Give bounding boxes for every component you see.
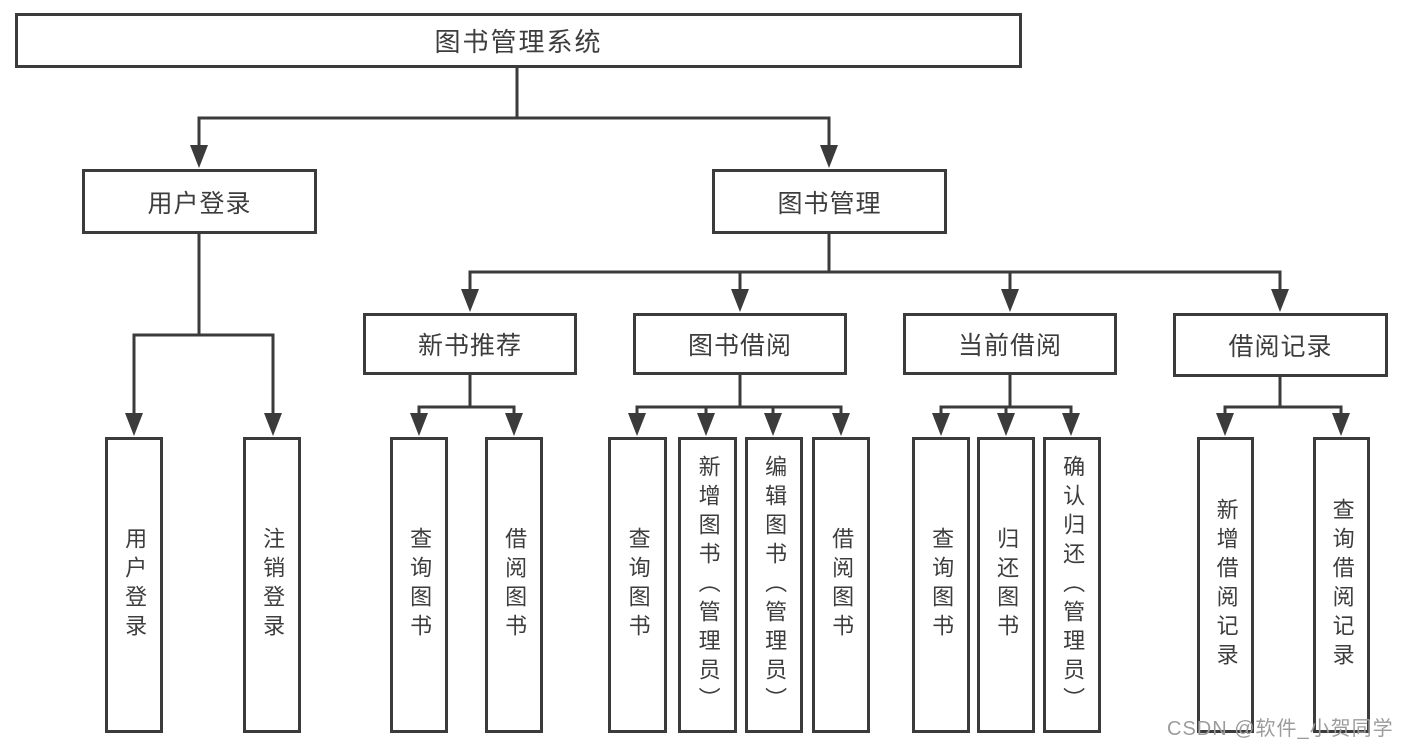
node-label: 借阅记录 <box>1228 333 1333 361</box>
node-label: 新书推荐 <box>417 332 522 360</box>
leaf-borrow-books: 借阅图书 <box>812 437 870 733</box>
node-label: 当前借阅 <box>957 332 1062 360</box>
node-library-management-system: 图书管理系统 <box>15 13 1022 68</box>
node-label: 查询借阅记录 <box>1329 498 1355 672</box>
leaf-query-books-borrow: 查询图书 <box>608 437 667 733</box>
leaf-user-login: 用户登录 <box>105 437 163 733</box>
node-book-management: 图书管理 <box>712 169 947 234</box>
leaf-query-borrow-record: 查询借阅记录 <box>1313 437 1370 733</box>
node-borrow-records: 借阅记录 <box>1173 313 1388 377</box>
watermark-text: CSDN @软件_小贺同学 <box>1167 718 1394 740</box>
node-label: 归还图书 <box>994 527 1020 643</box>
node-label: 用户登录 <box>147 189 252 218</box>
leaf-logout: 注销登录 <box>243 437 301 733</box>
node-label: 借阅图书 <box>502 527 528 643</box>
leaf-borrow-books-recommend: 借阅图书 <box>485 437 543 733</box>
leaf-add-borrow-record: 新增借阅记录 <box>1197 437 1254 733</box>
leaf-confirm-return-admin: 确认归还（管理员） <box>1043 437 1101 733</box>
node-label: 新增借阅记录 <box>1213 498 1239 672</box>
node-label: 确认归还（管理员） <box>1060 454 1086 716</box>
leaf-return-book: 归还图书 <box>977 437 1035 733</box>
node-label: 借阅图书 <box>829 527 855 643</box>
leaf-edit-book-admin: 编辑图书（管理员） <box>745 437 803 733</box>
node-label: 图书借阅 <box>687 332 792 360</box>
node-label: 图书管理系统 <box>434 27 603 57</box>
node-label: 查询图书 <box>625 527 651 643</box>
node-current-borrow: 当前借阅 <box>903 313 1117 375</box>
node-label: 查询图书 <box>929 527 955 643</box>
node-label: 查询图书 <box>407 527 433 643</box>
leaf-add-book-admin: 新增图书（管理员） <box>678 437 737 733</box>
node-label: 编辑图书（管理员） <box>762 454 788 716</box>
node-label: 图书管理 <box>777 189 882 218</box>
node-book-borrow: 图书借阅 <box>633 313 847 375</box>
leaf-query-books-current: 查询图书 <box>912 437 970 733</box>
node-label: 新增图书（管理员） <box>695 454 721 716</box>
node-new-book-recommend: 新书推荐 <box>363 313 577 375</box>
node-label: 注销登录 <box>260 527 286 643</box>
node-user-login: 用户登录 <box>82 169 317 234</box>
leaf-query-books-recommend: 查询图书 <box>390 437 448 733</box>
node-label: 用户登录 <box>122 527 148 643</box>
